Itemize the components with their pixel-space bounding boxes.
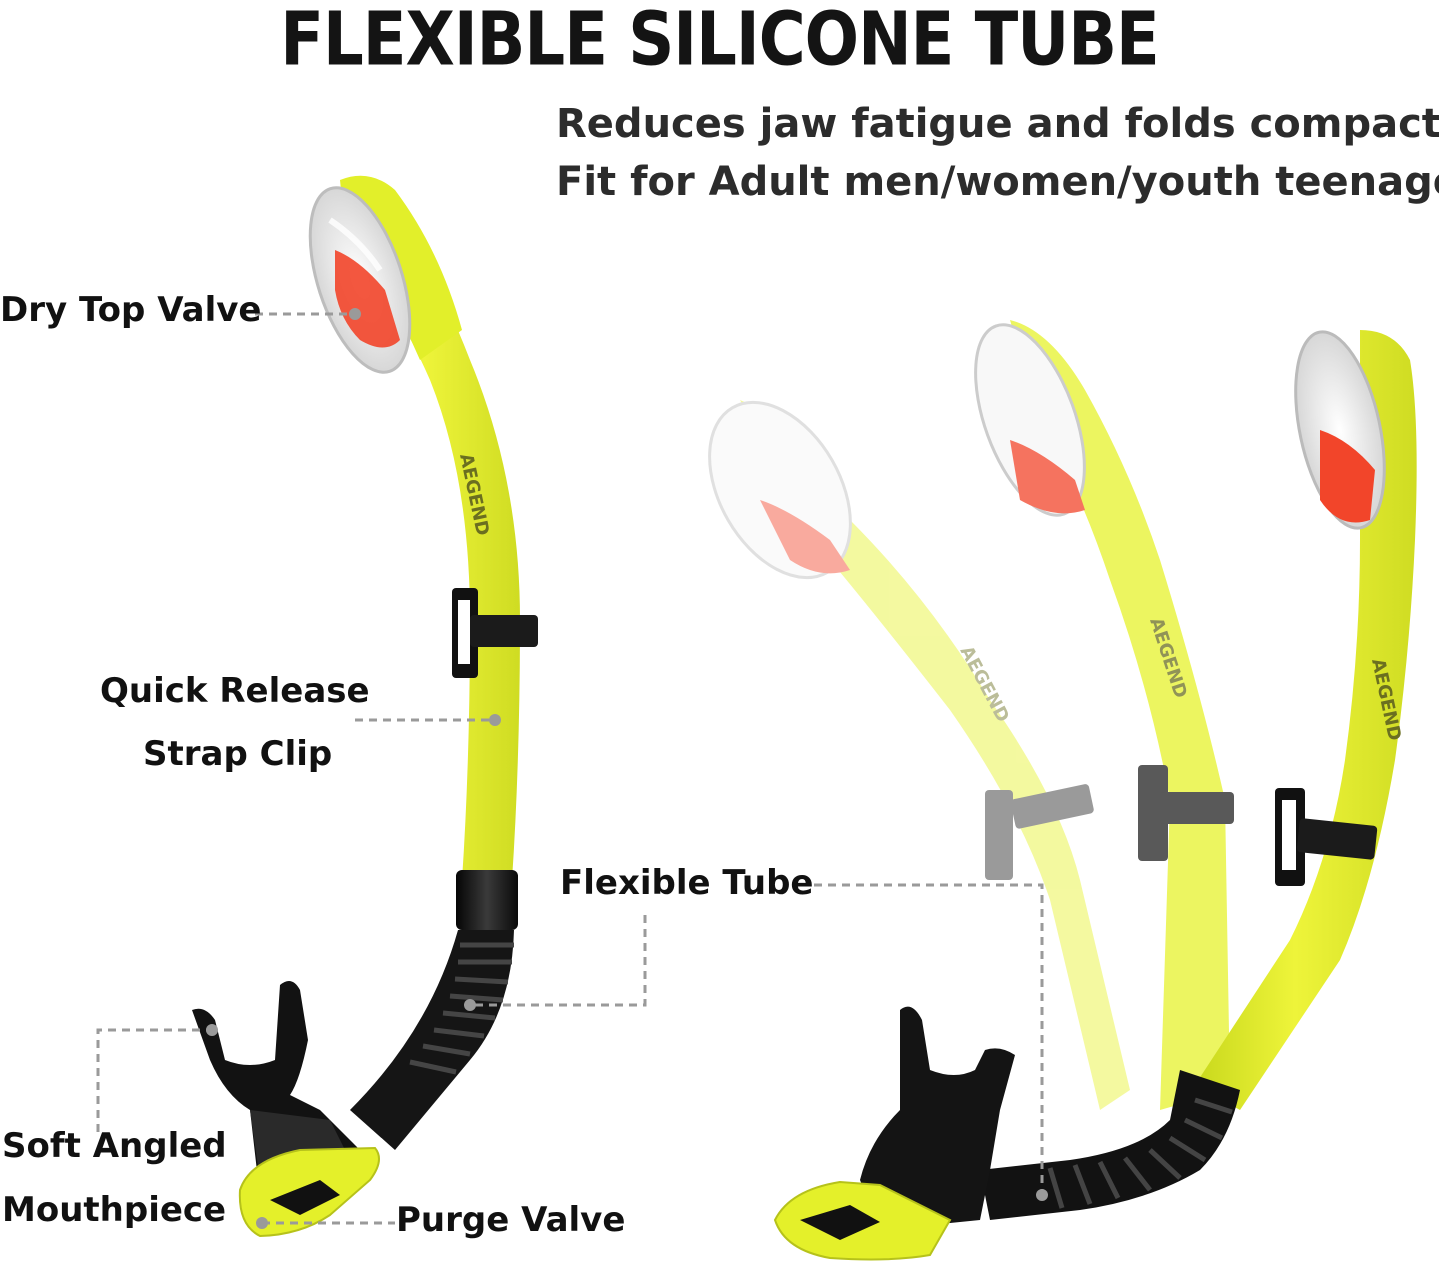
callout-quick-release-line1: Quick Release [100,671,370,711]
callout-flexible-tube: Flexible Tube [560,863,814,903]
strap-clip-front [1275,788,1378,886]
callout-soft-angled-line1: Soft Angled [2,1126,227,1166]
callout-purge-valve: Purge Valve [396,1200,626,1240]
flexible-tube-left [350,930,514,1150]
leader-lines [96,312,1044,1225]
leader-dots [206,308,1048,1229]
snorkel-front: AEGEND [773,330,1417,1261]
callout-dry-top-valve: Dry Top Valve [0,290,262,330]
subtitle-line-2: Fit for Adult men/women/youth teenager [556,159,1439,205]
flexible-tube-front [1047,1097,1233,1209]
callout-strap-clip-line2: Strap Clip [143,734,333,774]
callout-mouthpiece-line2: Mouthpiece [2,1190,227,1230]
snorkel-left: AEGEND [192,175,538,1238]
dry-top-valve-dome [308,186,412,374]
purge-valve-left [238,1146,380,1238]
page-title: FLEXIBLE SILICONE TUBE [280,0,1160,83]
strap-clip-left [452,588,538,678]
subtitle-line-1: Reduces jaw fatigue and folds compactly [556,101,1439,147]
snorkel-middle: AEGEND [974,320,1234,1110]
